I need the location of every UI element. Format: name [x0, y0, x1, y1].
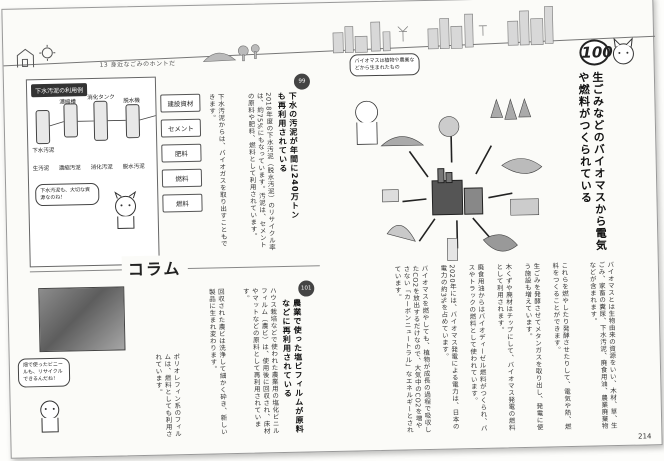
cat-mascot-icon — [612, 37, 634, 65]
product-item: 肥料 — [161, 143, 202, 163]
header-illustration — [2, 0, 656, 72]
right-body-paragraph: これらを燃やしたり発酵させたりして、電気や熱、燃料をつくることができます。 — [550, 262, 572, 431]
dog-mascot-icon — [114, 190, 137, 229]
column-label: コラム — [121, 255, 188, 281]
product-item: 燃料 — [162, 193, 203, 213]
left-section-title: 下水の汚泥が年間に240万トンも再利用されている — [277, 91, 300, 220]
sludge-diagram: 下水汚泥の利用例 下水汚泥 濃縮槽 消化タンク 脱水機 生汚泥 濃縮汚泥 消化汚… — [25, 76, 160, 268]
dog-mascot-icon — [40, 400, 60, 433]
right-body-paragraph: 廃食用油からはバイオディーゼル燃料がつくられ、バスやトラックの燃料として使われて… — [466, 263, 488, 432]
product-list: 建設資材 セメント 肥料 燃料 燃料 — [160, 93, 203, 220]
right-body-paragraph: バイオマスを燃やしても、植物が成長の過程で吸収したCO2を放出するだけなので、大… — [392, 265, 432, 434]
speech-bubble: 畑で使ったビニールも、リサイクルできるんだね！ — [17, 357, 71, 388]
column-title: 農業で使った塩ビフィルムが原料などに再利用されている — [281, 298, 305, 434]
farm-film-photo — [38, 286, 126, 353]
left-body-paragraph: 下水汚泥からは、バイオガスを取り出すこともできます。 — [207, 93, 228, 248]
speech-bubble: 下水汚泥も、大切な資源なのね！ — [35, 182, 100, 207]
column-body-paragraph: ハウス栽培などで使われた農業用の塩化ビニルフィルム（農ビ）は、使用後に回収され、… — [241, 287, 280, 435]
right-section-title: 生ごみなどのバイオマスから電気や燃料がつくられている — [576, 71, 608, 252]
column-body-paragraph: 回収された農ビは洗浄して細かく砕き、新しい製品に生まれ変わります。 — [207, 288, 228, 436]
running-head: 13 身近なごみのホントだ — [99, 60, 176, 69]
left-page: 下水汚泥の利用例 下水汚泥 濃縮槽 消化タンク 脱水機 生汚泥 濃縮汚泥 消化汚… — [17, 73, 324, 450]
right-body-paragraph: 木くずや廃材はチップにして、バイオマス発電の燃料として利用されます。 — [494, 263, 516, 432]
section-number-badge: 101 — [298, 280, 315, 297]
product-item: 燃料 — [161, 168, 203, 188]
right-body-paragraph: 2020年には、バイオマス発電による電力は、日本の電力の約3%を占めています。 — [438, 264, 460, 431]
section-number-badge: 99 — [293, 73, 311, 90]
right-body-paragraph: バイオマスとは生物由来の資源をいい、木材、草、生ごみ、家畜の糞尿、下水汚泥、廃食… — [587, 261, 618, 430]
left-body-paragraph: 2018年度の下水汚泥（脱水汚泥）のリサイクル率は、約75%にもなっています。汚… — [246, 92, 276, 251]
right-page: 100 生ごみなどのバイオマスから電気や燃料がつくられている バイオマスは植物や… — [333, 36, 651, 442]
column-body-paragraph: ポリオレフィン系のフィルムは、燃料としても利用されています。 — [153, 353, 182, 438]
right-body-paragraph: 生ごみを発酵させてメタンガスを取り出し、発電に使う施設も増えています。 — [522, 262, 544, 431]
product-item: 建設資材 — [160, 93, 201, 113]
diagram-arrows — [49, 115, 156, 127]
page-number: 214 — [637, 432, 652, 441]
product-item: セメント — [160, 118, 202, 138]
column-section: コラム 畑で使ったビニールも、リサイクルできるんだね！ 101 農業で使った塩ビ… — [17, 255, 324, 450]
biomass-illustration — [355, 97, 543, 261]
